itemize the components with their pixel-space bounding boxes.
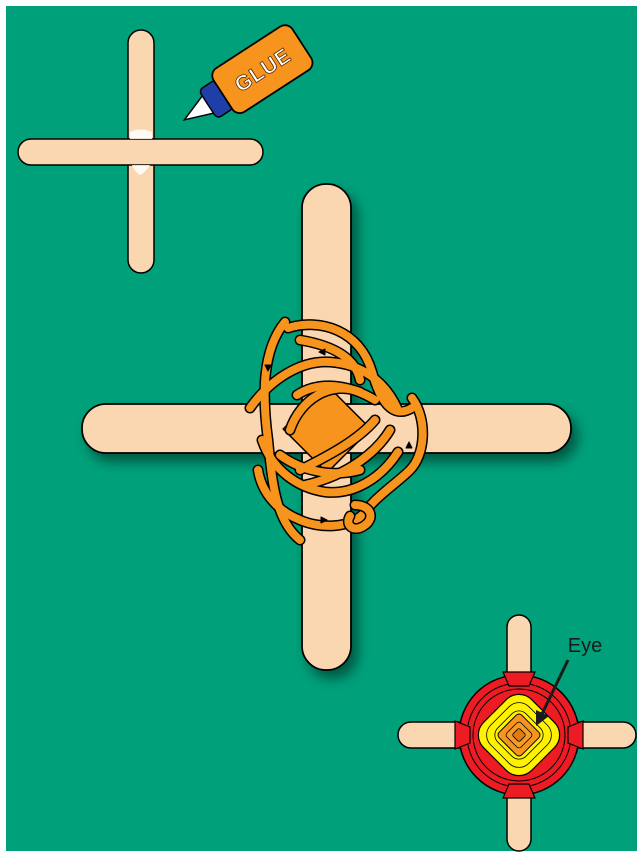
glue-blob <box>130 130 152 140</box>
horizontal-stick-small <box>18 139 263 165</box>
step-finished-eye: Eye <box>398 615 636 851</box>
eye-label: Eye <box>568 635 602 657</box>
glue-bottle: GLUE <box>170 22 316 142</box>
